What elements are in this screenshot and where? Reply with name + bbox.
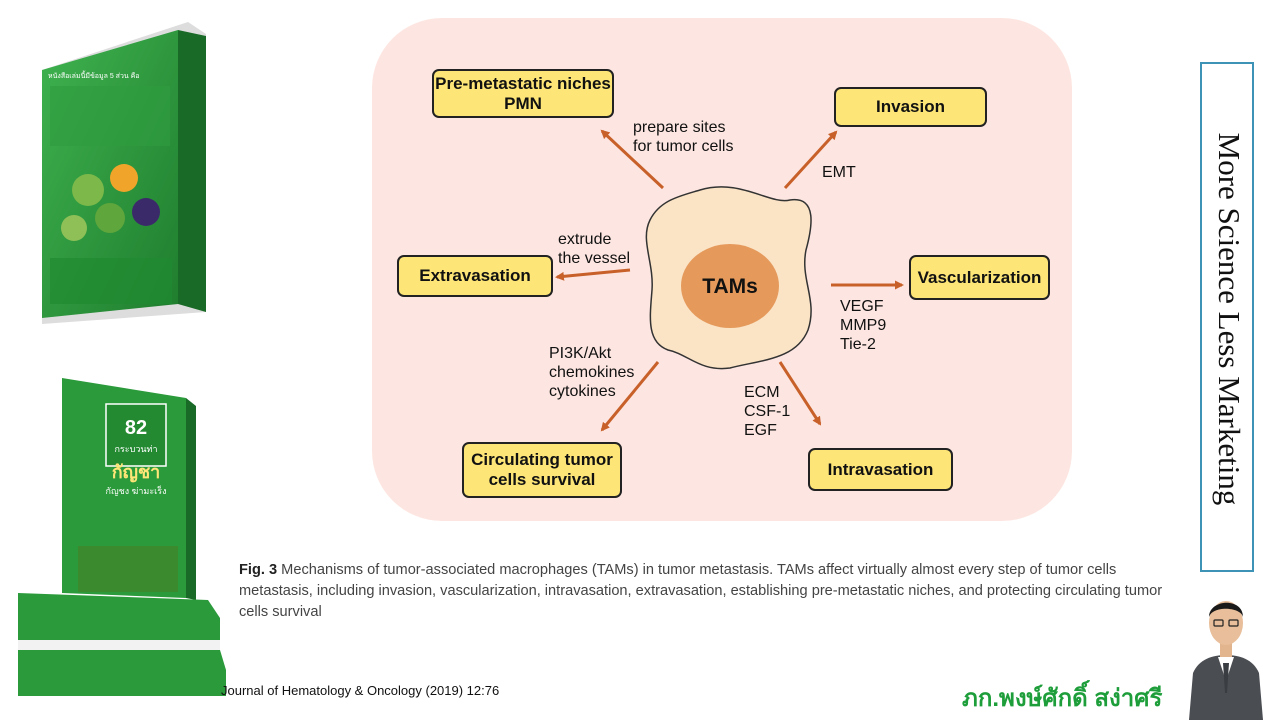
label-prepare-sites: prepare sites for tumor cells <box>633 119 734 155</box>
presenter-photo <box>1185 585 1267 720</box>
box-vascularization: Vascularization <box>909 255 1050 300</box>
arrow-pmn <box>600 129 665 190</box>
arrow-intravasation <box>778 361 822 426</box>
box-circulating-tumor-cells: Circulating tumor cells survival <box>462 442 622 498</box>
side-banner: More Science Less Marketing <box>1200 62 1254 572</box>
label-ecm-csf1-egf: ECM CSF-1 EGF <box>744 384 791 439</box>
box-intravasation: Intravasation <box>808 448 953 491</box>
arrow-invasion <box>783 130 838 190</box>
label-vegf-mmp9-tie2: VEGF MMP9 Tie-2 <box>840 298 887 353</box>
box-invasion: Invasion <box>834 87 987 127</box>
figure-label: Fig. 3 <box>239 562 278 578</box>
label-extrude-vessel: extrude the vessel <box>558 231 631 267</box>
arrow-extravasation <box>555 268 631 281</box>
book-cover-image: หนังสือเล่มนี้มีข้อมูล 5 ส่วน คือ <box>42 22 206 324</box>
book-cover-heading: หนังสือเล่มนี้มีข้อมูล 5 ส่วน คือ <box>48 69 140 80</box>
book-stack-image: 82 กระบวนท่า กัญชา กัญชง ฆ่ามะเร็ง <box>18 378 226 696</box>
figure-caption-text: Mechanisms of tumor-associated macrophag… <box>239 562 1163 620</box>
arrow-circulating <box>600 361 660 432</box>
box-extravasation: Extravasation <box>397 255 553 297</box>
book-subtitle: กระบวนท่า <box>114 444 157 454</box>
figure-caption: Fig. 3 Mechanisms of tumor-associated ma… <box>239 560 1189 623</box>
book-number: 82 <box>125 417 147 439</box>
macrophage-nucleus <box>681 244 779 328</box>
journal-citation: Journal of Hematology & Oncology (2019) … <box>221 683 500 698</box>
side-banner-text: More Science Less Marketing <box>1212 132 1247 506</box>
box-pre-metastatic-niches: Pre-metastatic niches PMN <box>432 69 614 118</box>
tams-label: TAMs <box>702 275 758 298</box>
author-name: ภก.พงษ์ศักดิ์ สง่าศรี <box>962 685 1163 712</box>
book-title: กัญชา <box>112 462 161 483</box>
book-byline: กัญชง ฆ่ามะเร็ง <box>106 484 167 496</box>
label-emt: EMT <box>822 164 856 181</box>
label-pi3k-akt: PI3K/Akt chemokines cytokines <box>549 345 635 400</box>
